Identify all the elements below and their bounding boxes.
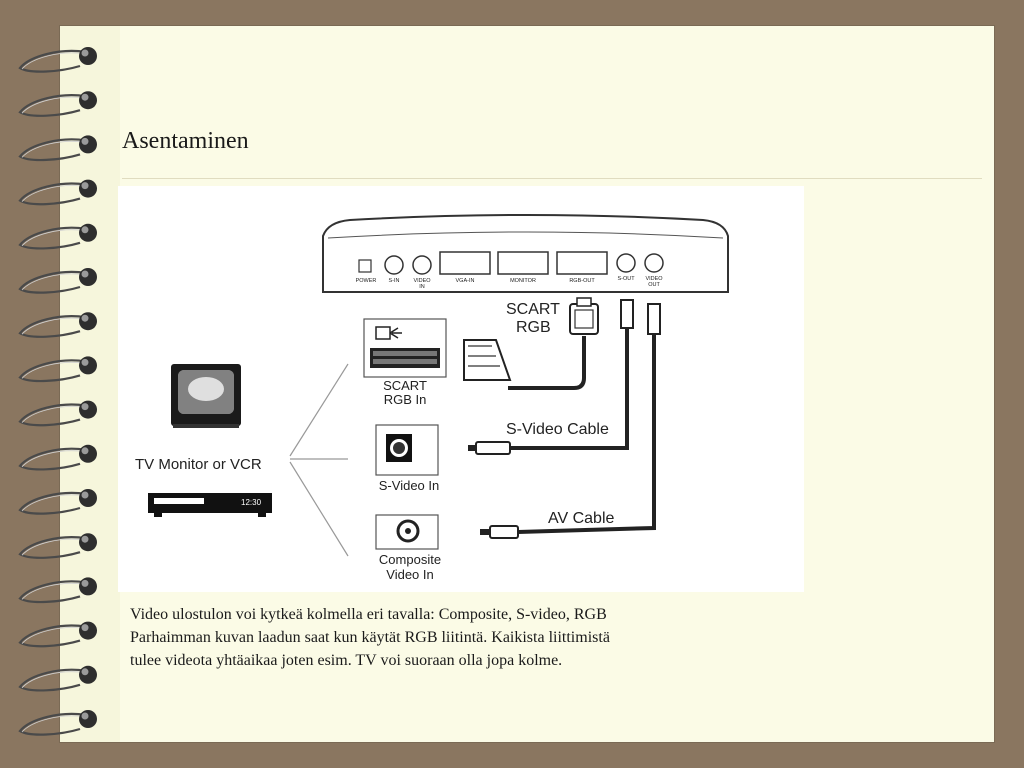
composite-video-in-socket — [375, 514, 439, 550]
spiral-ring — [18, 47, 97, 73]
power-switch — [358, 259, 372, 273]
video-in-port — [412, 255, 432, 275]
scart-in-label-2: RGB In — [384, 392, 427, 407]
s-video-in-socket — [375, 424, 439, 476]
scart-cable-label-1: SCART — [506, 301, 560, 318]
monitor-port — [497, 251, 549, 275]
tv-monitor-icon — [171, 364, 241, 428]
slide-title: Asentaminen — [122, 128, 249, 154]
s-in-label: S-IN — [389, 278, 400, 284]
tv-monitor-label: TV Monitor or VCR — [135, 456, 262, 473]
s-in-port — [384, 255, 404, 275]
composite-in-label-1: Composite — [379, 552, 441, 567]
spiral-ring — [18, 312, 97, 338]
spiral-ring — [18, 356, 97, 383]
spiral-ring — [18, 179, 97, 206]
slide-caption: Video ulostulon voi kytkeä kolmella eri … — [130, 603, 770, 672]
av-cable — [480, 303, 661, 539]
video-in-label-2: IN — [419, 284, 425, 290]
spiral-ring — [18, 489, 97, 515]
scart-cable-label-2: RGB — [516, 319, 551, 336]
vcr-icon: 12:30 — [148, 493, 272, 517]
caption-line: Video ulostulon voi kytkeä kolmella eri … — [130, 606, 607, 623]
scart-in-label-1: SCART — [383, 378, 427, 393]
spiral-ring — [18, 577, 97, 604]
spiral-ring — [18, 400, 97, 427]
vcr-clock: 12:30 — [241, 498, 262, 507]
video-out-port — [644, 253, 664, 273]
vga-in-port — [439, 251, 491, 275]
s-video-cable-label: S-Video Cable — [506, 421, 609, 438]
video-in-label-1: VIDEO — [413, 278, 431, 284]
caption-line: Parhaimman kuvan laadun saat kun käytät … — [130, 629, 610, 646]
spiral-binding — [18, 47, 97, 736]
rgb-out-port — [556, 251, 608, 275]
caption-line: tulee videota yhtäaikaa joten esim. TV v… — [130, 652, 563, 669]
spiral-ring — [18, 91, 97, 117]
title-divider — [122, 178, 982, 179]
scart-rgb-cable — [463, 297, 599, 390]
s-out-label: S-OUT — [617, 276, 635, 282]
spiral-ring — [18, 268, 97, 294]
monitor-label: MONITOR — [510, 278, 536, 284]
connection-diagram: POWER S-IN VIDEO IN VGA-IN MONITOR RGB-O… — [118, 186, 804, 592]
video-converter-device: POWER S-IN VIDEO IN VGA-IN MONITOR RGB-O… — [322, 214, 729, 293]
spiral-ring — [18, 135, 97, 162]
spiral-ring — [18, 444, 97, 471]
spiral-ring — [18, 665, 97, 692]
scart-rgb-in-socket — [363, 318, 447, 378]
rgb-out-label: RGB-OUT — [569, 278, 595, 284]
s-video-in-label: S-Video In — [379, 478, 439, 493]
composite-in-label-2: Video In — [386, 567, 433, 582]
vga-in-label: VGA-IN — [456, 278, 475, 284]
spiral-ring — [18, 710, 97, 736]
s-out-port — [616, 253, 636, 273]
spiral-ring — [18, 621, 97, 648]
av-cable-label: AV Cable — [548, 510, 615, 527]
s-video-cable — [468, 299, 634, 455]
video-out-label-1: VIDEO — [645, 276, 663, 282]
spiral-ring — [18, 223, 97, 250]
spiral-ring — [18, 533, 97, 559]
power-label: POWER — [356, 278, 377, 284]
video-out-label-2: OUT — [648, 282, 660, 288]
connection-fan-lines — [289, 363, 349, 557]
